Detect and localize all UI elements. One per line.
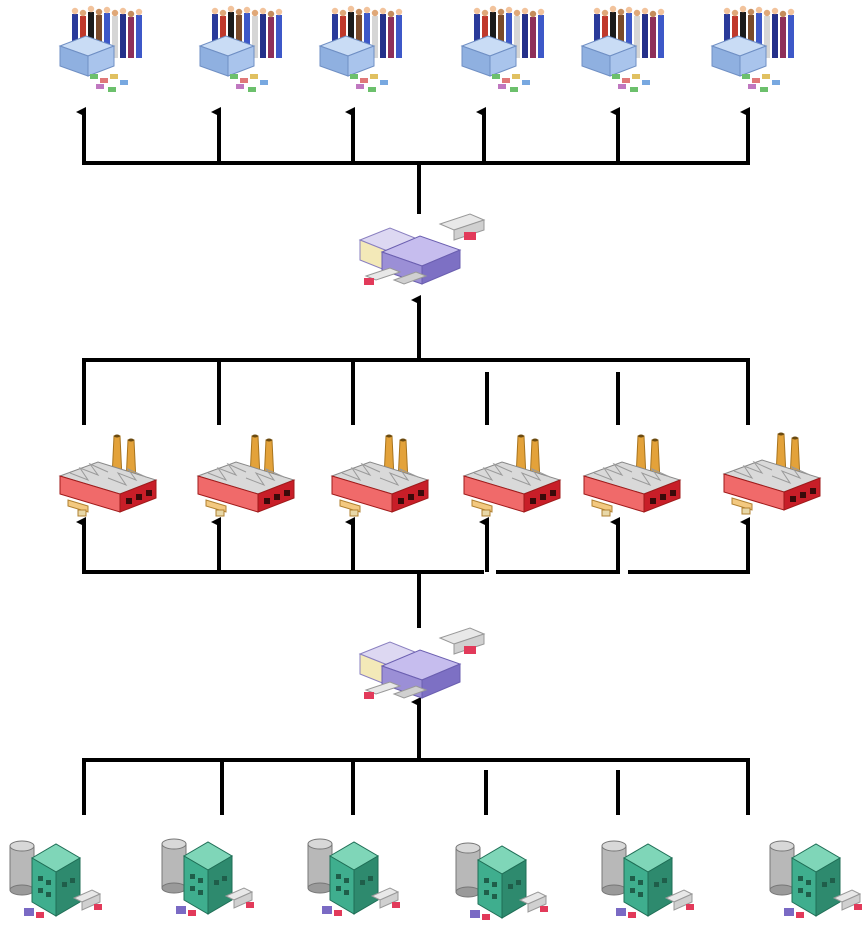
- supplier-warehouse-icon: [161, 838, 255, 917]
- customers-row: [59, 5, 795, 93]
- factory-icon: [463, 434, 561, 517]
- collection-hub-icon: [359, 627, 485, 700]
- customer-store-icon: [461, 5, 545, 93]
- connector-hub-to-customers: [76, 107, 750, 214]
- connector-hub-to-factories: [76, 517, 750, 628]
- supplier-warehouse-icon: [601, 840, 695, 919]
- customer-store-icon: [319, 5, 403, 93]
- distribution-hub-icon: [359, 213, 485, 286]
- factories-row: [59, 432, 821, 517]
- customer-store-icon: [59, 5, 143, 93]
- factory-icon: [583, 434, 681, 517]
- factory-icon: [723, 432, 821, 515]
- connector-factories-to-hub: [82, 295, 750, 425]
- factory-icon: [331, 434, 429, 517]
- factory-icon: [59, 434, 157, 517]
- connector-suppliers-to-hub: [82, 697, 750, 815]
- supplier-warehouse-icon: [769, 840, 863, 919]
- customer-store-icon: [581, 5, 665, 93]
- factory-icon: [197, 434, 295, 517]
- suppliers-row: [9, 838, 863, 921]
- supplier-warehouse-icon: [9, 840, 103, 919]
- customer-store-icon: [199, 5, 283, 93]
- customer-store-icon: [711, 5, 795, 93]
- supplier-warehouse-icon: [307, 838, 401, 917]
- supplier-warehouse-icon: [455, 842, 549, 921]
